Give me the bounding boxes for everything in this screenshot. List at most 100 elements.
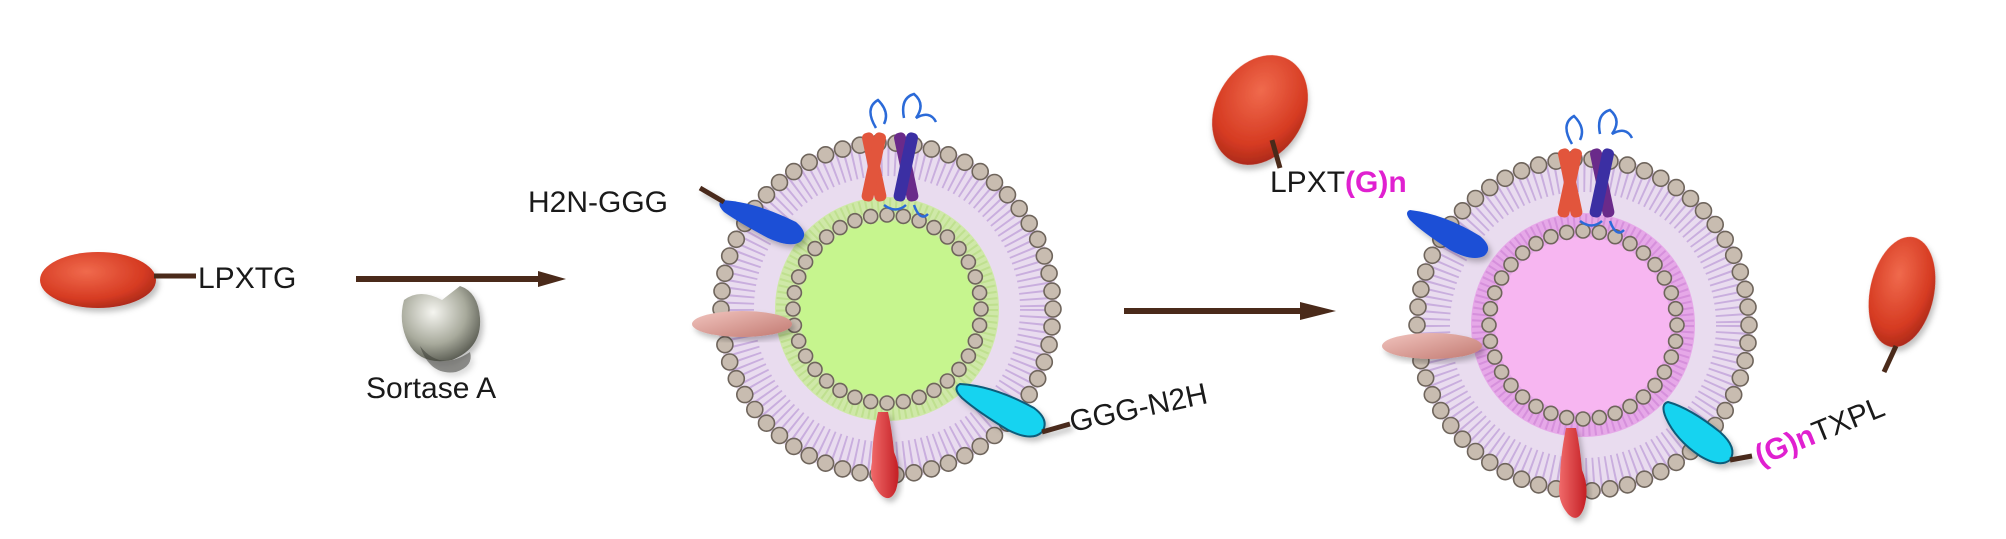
- lipid-head: [985, 426, 1004, 445]
- lipid-head: [1028, 230, 1047, 249]
- blue-anchor: [1407, 210, 1489, 258]
- lipid-head: [786, 284, 803, 301]
- product-protein-top: [1212, 55, 1308, 169]
- lipid-head: [1040, 264, 1058, 283]
- lipid-head: [1601, 479, 1619, 498]
- lipid-head: [784, 437, 803, 456]
- lipid-head: [1496, 462, 1514, 481]
- pink-anchor: [1382, 333, 1482, 359]
- lipid-head: [1482, 333, 1499, 350]
- lipid-head: [922, 140, 941, 158]
- lipid-head: [790, 333, 807, 349]
- lipid-head: [1736, 351, 1754, 370]
- lipid-head: [818, 373, 835, 389]
- lipid-head: [832, 382, 848, 399]
- lipid-head: [1044, 300, 1062, 318]
- sortase-enzyme-icon: [401, 286, 481, 373]
- lipid-head: [922, 460, 941, 478]
- lipid-head: [1656, 270, 1673, 286]
- lipid-head: [1663, 349, 1680, 365]
- lipid-head: [1020, 385, 1038, 404]
- lipid-head: [960, 348, 977, 364]
- lipid-head: [1453, 202, 1472, 220]
- lipid-head: [1622, 235, 1638, 252]
- lipid-head: [1423, 385, 1442, 404]
- lipid-head: [757, 414, 776, 433]
- lipid-head: [1481, 178, 1499, 197]
- lipid-head: [1481, 453, 1499, 472]
- inner-lipid-heads: [1481, 223, 1685, 427]
- lipid-head: [939, 454, 958, 473]
- lipid-head: [1482, 300, 1499, 317]
- lipid-head: [1512, 162, 1531, 180]
- lipid-head: [1035, 247, 1054, 265]
- lipid-head: [1466, 189, 1485, 208]
- cyan-anchor: [955, 382, 1071, 438]
- lipid-head: [1043, 318, 1061, 336]
- lipid-head: [1591, 409, 1608, 426]
- lipid-head: [1731, 369, 1750, 387]
- lipid-head: [1442, 416, 1460, 435]
- product-protein-right: [1868, 236, 1936, 374]
- lipid-head: [971, 162, 990, 181]
- lipid-head: [862, 393, 879, 410]
- lipid-head: [785, 301, 801, 317]
- lpxtg-label: LPXTG: [198, 262, 296, 295]
- lipid-head: [1529, 476, 1548, 494]
- lipid-head: [955, 446, 974, 465]
- lipid-head: [1512, 470, 1531, 489]
- lipid-head: [716, 264, 734, 283]
- blue-anchor: [698, 185, 805, 245]
- txpl-text: TXPL: [1807, 391, 1889, 450]
- lipid-head: [1635, 245, 1652, 261]
- lipid-head: [1667, 178, 1685, 197]
- lipid-head: [720, 247, 739, 265]
- gn-txpl-label: (G)nTXPL: [1750, 391, 1889, 473]
- lipid-head: [735, 385, 754, 404]
- lipid-head: [905, 463, 923, 482]
- lipid-head: [1503, 377, 1519, 394]
- lipid-head: [1647, 256, 1663, 273]
- red-anchor: [871, 412, 899, 499]
- lipid-head: [971, 317, 988, 334]
- lipid-head: [1736, 280, 1754, 299]
- lipid-head: [1040, 335, 1058, 354]
- pink-anchor: [692, 311, 792, 337]
- lipid-head: [720, 353, 739, 371]
- lipid-head: [1412, 280, 1430, 299]
- h2n-ggg-label: H2N-GGG: [528, 186, 668, 219]
- lipid-head: [1453, 430, 1472, 449]
- lipid-head: [816, 146, 835, 164]
- lipid-head: [716, 335, 734, 354]
- lipid-head: [847, 389, 863, 406]
- lipid-head: [939, 146, 958, 164]
- lipid-head: [1652, 169, 1670, 188]
- lipid-head: [727, 230, 746, 249]
- lipid-head: [851, 463, 869, 482]
- lipid-head: [1503, 256, 1519, 273]
- lipid-head: [1486, 285, 1503, 301]
- lipid-head: [1020, 214, 1038, 233]
- reaction-arrow-1: [356, 271, 566, 287]
- substrate-protein: [40, 252, 196, 308]
- lipid-head: [1694, 202, 1713, 220]
- lipid-head: [1618, 476, 1637, 494]
- lipid-head: [1724, 246, 1743, 265]
- lipid-head: [797, 348, 814, 364]
- lipid-head: [1575, 411, 1591, 427]
- lipid-head: [1408, 316, 1426, 334]
- lipid-head: [784, 162, 803, 181]
- lipid-head: [1663, 285, 1680, 301]
- lipid-head: [1558, 409, 1575, 426]
- lipid-head: [1432, 401, 1450, 420]
- lipid-head: [1667, 333, 1684, 350]
- lipid-head: [967, 333, 984, 349]
- sortase-a-label: Sortase A: [366, 372, 496, 405]
- lipid-head: [1028, 369, 1047, 388]
- lipid-head: [800, 153, 819, 172]
- lipid-head: [1607, 405, 1623, 422]
- lipid-head: [939, 373, 956, 389]
- lipid-head: [1416, 369, 1435, 387]
- lipid-head: [790, 269, 807, 285]
